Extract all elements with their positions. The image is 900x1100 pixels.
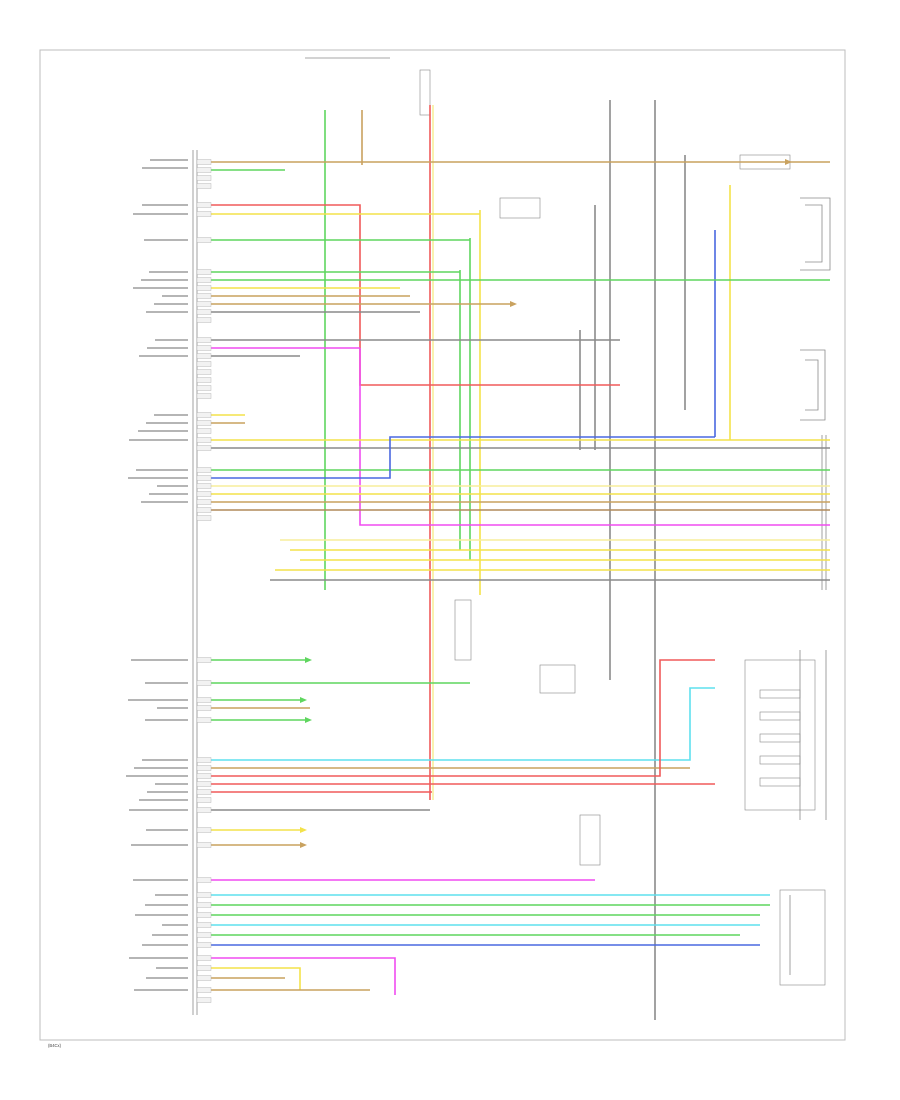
pcm-pin xyxy=(196,337,212,343)
pcm-pin xyxy=(196,892,212,898)
pcm-pin xyxy=(196,657,212,663)
pcm-pin xyxy=(196,807,212,813)
pcm-pin xyxy=(196,202,212,208)
pcm-pin xyxy=(196,697,212,703)
pcm-pin xyxy=(196,955,212,961)
pcm-pin xyxy=(196,975,212,981)
pcm-pin xyxy=(196,987,212,993)
pcm-pin xyxy=(196,159,212,165)
pcm-pin xyxy=(196,353,212,359)
pcm-pin xyxy=(196,765,212,771)
horizontal-wires xyxy=(197,161,830,995)
pcm-pin xyxy=(196,361,212,367)
pcm-pin xyxy=(196,827,212,833)
pcm-pin xyxy=(196,183,212,189)
pcm-pin xyxy=(196,902,212,908)
right-connectors xyxy=(419,69,827,986)
pcm-pin xyxy=(196,491,212,497)
pcm-pin xyxy=(196,717,212,723)
pcm-pin xyxy=(196,437,212,443)
pcm-pin xyxy=(196,393,212,399)
pcm-pin xyxy=(196,237,212,243)
pcm-pin xyxy=(196,277,212,283)
pcm-pin xyxy=(196,369,212,375)
pcm-pin xyxy=(196,789,212,795)
corner-label: (B4Cx) xyxy=(48,1043,62,1048)
pcm-pin xyxy=(196,942,212,948)
pcm-pin xyxy=(196,965,212,971)
pcm-pin xyxy=(196,385,212,391)
pcm-pin xyxy=(196,483,212,489)
pcm-pin xyxy=(196,842,212,848)
pcm-pin xyxy=(196,507,212,513)
pcm-pin xyxy=(196,445,212,451)
pcm-pin xyxy=(196,797,212,803)
vertical-wires xyxy=(324,100,731,1020)
pcm-pin xyxy=(196,285,212,291)
pcm-pin xyxy=(196,705,212,711)
pcm-pin xyxy=(196,167,212,173)
pcm-pins xyxy=(196,159,212,1003)
pcm-pin xyxy=(196,680,212,686)
arrow-markers xyxy=(300,159,792,848)
pcm-pin xyxy=(196,420,212,426)
pcm-pin xyxy=(196,515,212,521)
pcm-pin xyxy=(196,773,212,779)
pcm-pin xyxy=(196,499,212,505)
pcm-pin xyxy=(196,301,212,307)
pcm-pin xyxy=(196,428,212,434)
pcm-pin xyxy=(196,932,212,938)
pcm-pin xyxy=(196,467,212,473)
diagram-frame xyxy=(39,49,846,1041)
pcm-pin xyxy=(196,757,212,763)
pcm-connector xyxy=(192,150,198,1015)
pcm-pin xyxy=(196,309,212,315)
bracket-wiring xyxy=(789,197,831,975)
pcm-pin xyxy=(196,877,212,883)
pcm-pin xyxy=(196,377,212,383)
pcm-pin xyxy=(196,781,212,787)
pcm-pin xyxy=(196,211,212,217)
pcm-pin xyxy=(196,293,212,299)
pcm-pin xyxy=(196,269,212,275)
pcm-pin xyxy=(196,345,212,351)
pcm-pin xyxy=(196,922,212,928)
pcm-pin xyxy=(196,912,212,918)
pcm-pin xyxy=(196,175,212,181)
label-marks xyxy=(126,159,188,991)
pcm-pin xyxy=(196,412,212,418)
pcm-pin xyxy=(196,997,212,1003)
pcm-pin xyxy=(196,475,212,481)
pcm-pin xyxy=(196,317,212,323)
